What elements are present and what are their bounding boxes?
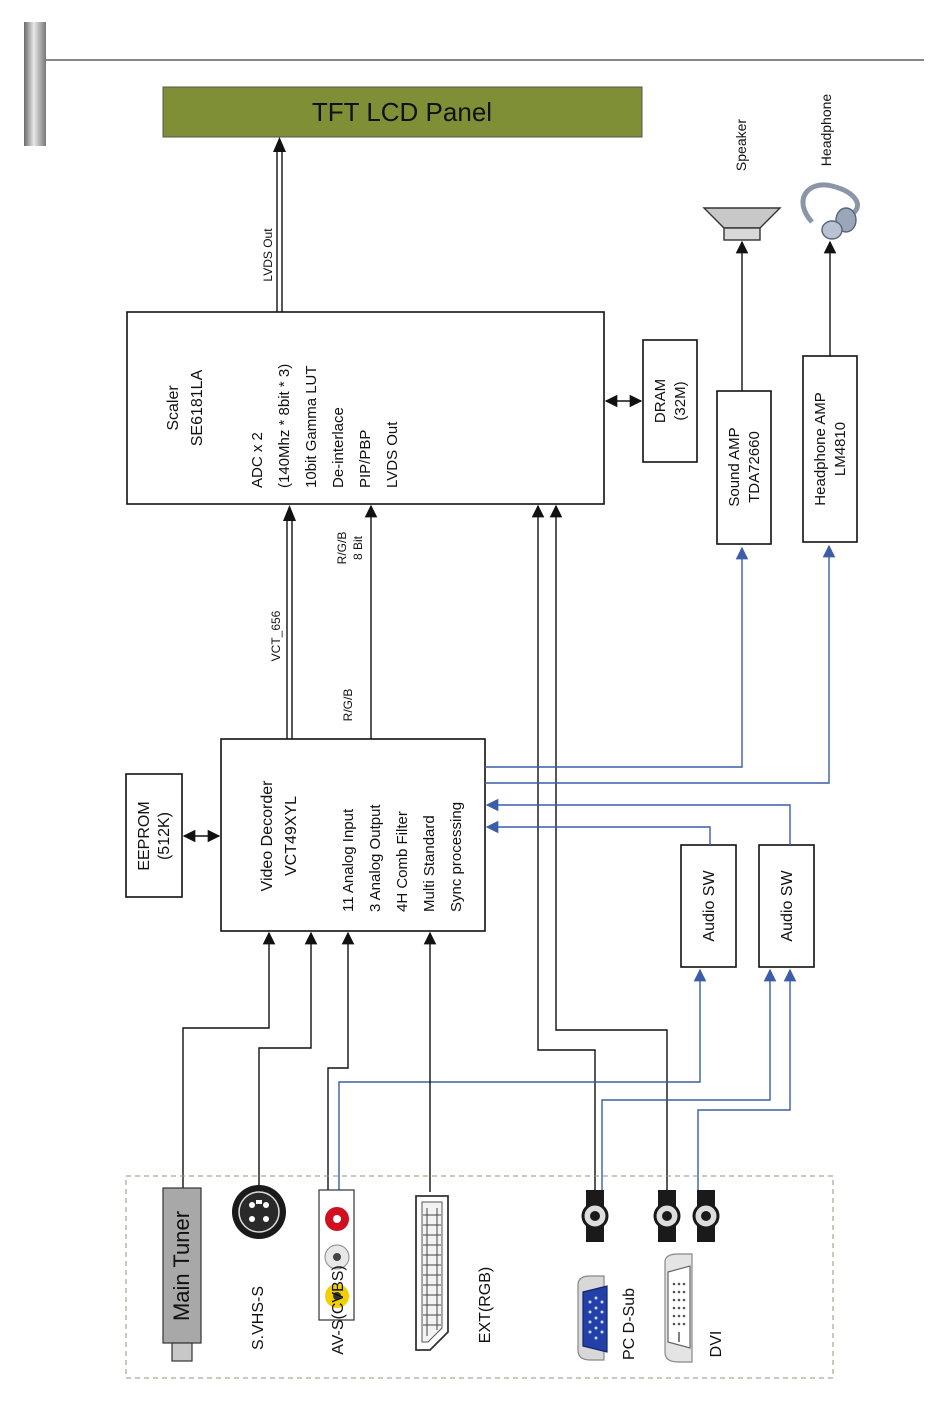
vct656-label: VCT_656 — [269, 610, 283, 661]
rgb-link: R/G/B R/G/B 8 Bit — [335, 504, 378, 739]
headphone-amp-name: Headphone AMP — [812, 392, 829, 505]
svhs-label: S.VHS-S — [250, 1286, 267, 1350]
headphone-icon: Headphone — [800, 94, 860, 240]
scaler-feature: (140Mhz * 8bit * 3) — [276, 364, 293, 488]
audio-sw-label: Audio SW — [701, 870, 718, 942]
decoder-feature: Multi Standard — [421, 815, 438, 912]
tft-lcd-panel: TFT LCD Panel — [162, 86, 643, 138]
video-decoder-block: Video Decorder VCT49XYL 11 Analog Input … — [220, 738, 486, 932]
pc-dvi-scaler-links — [531, 504, 668, 1190]
decoder-title: Video Decorder — [259, 780, 276, 892]
panel-title: TFT LCD Panel — [312, 97, 492, 127]
audio-jack-icon — [692, 1190, 720, 1242]
scaler-chip: SE6181LA — [189, 369, 206, 446]
audio-sw-block: Audio SW — [758, 844, 815, 968]
rgb-8bit-label: 8 Bit — [351, 535, 365, 560]
vct656-link: VCT_656 — [269, 505, 296, 739]
dram-size: (32M) — [672, 381, 689, 420]
scaler-feature: 10bit Gamma LUT — [303, 365, 320, 488]
scaler-block: Scaler SE6181LA ADC x 2 (140Mhz * 8bit *… — [126, 311, 605, 505]
audio-jack-icon — [653, 1190, 681, 1242]
audio-sw-block: Audio SW — [680, 844, 737, 968]
ext-label: EXT(RGB) — [477, 1267, 494, 1343]
lvds-out-label: LVDS Out — [261, 228, 275, 282]
scaler-title: Scaler — [165, 385, 182, 431]
scaler-feature: ADC x 2 — [249, 432, 266, 488]
dram-name: DRAM — [652, 379, 669, 423]
headphone-amp-chip: LM4810 — [832, 422, 849, 476]
scaler-feature: PIP/PBP — [357, 430, 374, 488]
audio-jack-icon — [581, 1190, 609, 1242]
decoder-feature: Sync processing — [448, 802, 465, 912]
audio-sw-label: Audio SW — [779, 870, 796, 942]
rgb-8bit-label: R/G/B — [335, 532, 349, 565]
av-rca-connector: AV-S(CVBS) — [318, 1189, 355, 1355]
video-input-links — [182, 931, 437, 1192]
scaler-feature: LVDS Out — [384, 421, 401, 488]
decoder-feature: 3 Analog Output — [367, 804, 384, 912]
eeprom-size: (512K) — [156, 812, 173, 860]
pc-dsub-label: PC D-Sub — [621, 1288, 638, 1360]
sound-amp-chip: TDA72660 — [746, 431, 763, 503]
decoder-feature: 11 Analog Input — [340, 808, 357, 912]
decoder-chip: VCT49XYL — [283, 796, 300, 876]
dvi-label: DVI — [708, 1331, 725, 1358]
headphone-label: Headphone — [818, 94, 834, 167]
pc-dsub-connector: PC D-Sub — [577, 1275, 638, 1361]
rgb-label: R/G/B — [341, 689, 355, 722]
eeprom-name: EEPROM — [136, 801, 153, 870]
decoder-feature: 4H Comb Filter — [394, 811, 411, 912]
main-tuner-connector: Main Tuner — [162, 1187, 202, 1362]
sound-amp-name: Sound AMP — [726, 427, 743, 506]
page-header — [24, 22, 924, 146]
headphone-amp-block: Headphone AMP LM4810 — [802, 240, 858, 543]
av-label: AV-S(CVBS) — [330, 1265, 347, 1355]
sound-amp-block: Sound AMP TDA72660 — [716, 240, 772, 545]
lvds-link: LVDS Out — [261, 137, 286, 312]
dram-block: DRAM (32M) — [604, 339, 698, 463]
input-panel-frame — [125, 1175, 834, 1379]
scart-connector: EXT(RGB) — [415, 1195, 494, 1351]
scaler-feature: De-interlace — [330, 407, 347, 488]
eeprom-block: EEPROM (512K) — [125, 773, 221, 898]
speaker-icon: Speaker — [702, 119, 782, 241]
main-tuner-label: Main Tuner — [169, 1211, 194, 1321]
dvi-connector: DVI — [664, 1253, 725, 1363]
audio-links — [338, 544, 836, 1190]
speaker-label: Speaker — [733, 119, 749, 171]
svhs-connector: S.VHS-S — [232, 1185, 286, 1350]
